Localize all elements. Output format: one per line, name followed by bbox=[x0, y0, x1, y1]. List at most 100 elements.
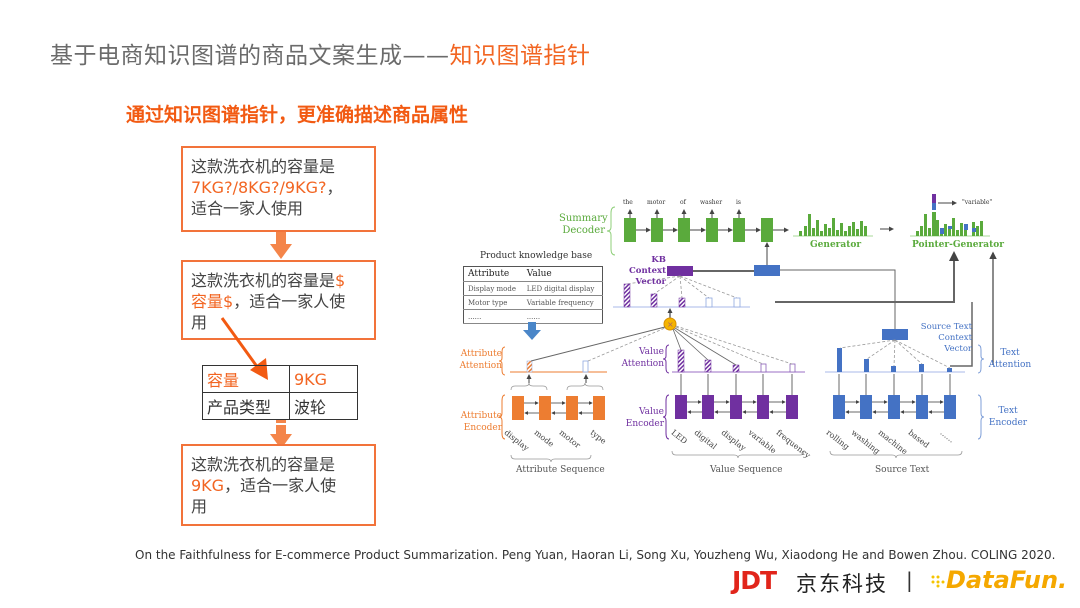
slide-subtitle: 通过知识图谱指针，更准确描述商品属性 bbox=[126, 104, 469, 126]
summary-decoder-label: Summary Decoder bbox=[559, 213, 608, 237]
text-attn-1: Text bbox=[1000, 348, 1020, 358]
attribute-encoder-cells bbox=[512, 396, 605, 420]
kb-header-row: Attribute Value bbox=[463, 266, 603, 282]
kb-cell: LED digital display bbox=[522, 281, 603, 296]
kv-key: 容量 bbox=[202, 365, 290, 393]
decoder-token: the bbox=[623, 199, 633, 206]
value-attention-label: Value Attention bbox=[614, 346, 664, 370]
arrow-down-icon-2 bbox=[270, 420, 292, 449]
generator-label: Generator bbox=[810, 240, 862, 250]
box1-line2-rest: ， bbox=[326, 178, 343, 197]
title-main: 基于电商知识图谱的商品文案生成—— bbox=[50, 43, 450, 69]
value-sequence-label: Value Sequence bbox=[710, 465, 783, 475]
kb-cell: Display mode bbox=[463, 281, 523, 296]
box2-line1: 这款洗衣机的容量是$ bbox=[191, 270, 366, 291]
kb-cell: Variable frequency bbox=[522, 295, 603, 310]
attribute-encoder-label: Attribute Encoder bbox=[452, 410, 502, 434]
text-attention-label: Text Attention bbox=[988, 347, 1032, 371]
kb-table: Attribute Value Display mode LED digital… bbox=[463, 266, 603, 324]
generator-bars bbox=[793, 214, 873, 237]
kb-context-vector bbox=[667, 266, 693, 276]
kv-table: 容量 9KG 产品类型 波轮 bbox=[202, 365, 358, 420]
box1-line3: 适合一家人使用 bbox=[191, 199, 304, 218]
source-context-label: Source Text Context Vector bbox=[910, 322, 972, 355]
decoder-token: of bbox=[680, 199, 686, 206]
datafun-logo: DataFun. bbox=[946, 566, 1068, 594]
attr-attn-1: Attribute bbox=[460, 349, 502, 359]
kv-key: 产品类型 bbox=[202, 392, 290, 420]
attr-enc-1: Attribute bbox=[460, 411, 502, 421]
source-context-vector bbox=[882, 329, 908, 340]
value-encoder-label: Value Encoder bbox=[614, 406, 664, 430]
kb-context-line2: Vector bbox=[635, 277, 666, 287]
kv-row: 容量 9KG bbox=[202, 365, 358, 393]
text-attn-2: Attention bbox=[988, 360, 1032, 370]
output-token: "variable" bbox=[962, 199, 993, 206]
citation: On the Faithfulness for E-commerce Produ… bbox=[135, 548, 1056, 562]
kb-row: Display mode LED digital display bbox=[463, 281, 603, 296]
title-highlight: 知识图谱指针 bbox=[449, 43, 591, 69]
kb-down-arrow-icon bbox=[523, 322, 541, 340]
source-context-line1: Source Text bbox=[920, 322, 972, 332]
source-context-line2: Context Vector bbox=[938, 333, 972, 354]
combined-context-vector bbox=[754, 265, 780, 276]
box1-line2: 7KG?/8KG?/9KG?， bbox=[191, 177, 366, 198]
text-enc-1: Text bbox=[998, 406, 1018, 416]
box1-orange: 7KG?/8KG?/9KG? bbox=[191, 178, 327, 197]
attribute-attention-label: Attribute Attention bbox=[452, 348, 502, 372]
val-enc-1: Value bbox=[638, 407, 664, 417]
decoder-token: motor bbox=[647, 199, 666, 206]
box2-line1-text: 这款洗衣机的容量是 bbox=[191, 271, 336, 290]
kb-row: ...... ...... bbox=[463, 309, 603, 324]
kb-cell: ...... bbox=[463, 309, 523, 324]
pointer-generator-label: Pointer-Generator bbox=[912, 240, 1005, 250]
jdt-logo-cn: 京东科技 bbox=[796, 572, 888, 596]
box2-orange: 容量$ bbox=[191, 292, 234, 311]
pointer-generator-bars bbox=[910, 194, 990, 237]
kv-row: 产品类型 波轮 bbox=[202, 392, 358, 420]
flow-box-3: 这款洗衣机的容量是 9KG，适合一家人使 用 bbox=[181, 444, 376, 526]
decoder-cells bbox=[624, 209, 789, 265]
svg-text:×: × bbox=[667, 320, 674, 329]
slide-title: 基于电商知识图谱的商品文案生成——知识图谱指针 bbox=[50, 36, 591, 70]
val-enc-2: Encoder bbox=[625, 419, 664, 429]
box3-orange: 9KG bbox=[191, 476, 225, 495]
kb-cell: ...... bbox=[522, 309, 603, 324]
box2-line2-rest: ，适合一家人使 bbox=[233, 292, 346, 311]
value-encoder-cells bbox=[675, 395, 798, 419]
kb-title: Product knowledge base bbox=[480, 251, 593, 261]
decoder-token: is bbox=[736, 199, 741, 206]
text-encoder-label: Text Encoder bbox=[986, 405, 1030, 429]
kv-value: 波轮 bbox=[289, 392, 358, 420]
box2-line1-orange: $ bbox=[335, 271, 346, 290]
kb-row: Motor type Variable frequency bbox=[463, 295, 603, 310]
text-enc-2: Encoder bbox=[988, 418, 1028, 428]
box2-line3: 用 bbox=[191, 313, 208, 332]
arrow-down-icon-1 bbox=[270, 232, 292, 259]
kb-context-label: KB Context Vector bbox=[616, 255, 666, 288]
decoder-label-2: Decoder bbox=[562, 225, 605, 236]
box3-line1: 这款洗衣机的容量是 bbox=[191, 455, 336, 474]
kb-header-attribute: Attribute bbox=[463, 266, 523, 282]
logo-separator: | bbox=[906, 568, 913, 592]
attr-enc-2: Encoder bbox=[463, 423, 502, 433]
datafun-dots-icon bbox=[931, 575, 945, 588]
val-attn-1: Value bbox=[638, 347, 664, 357]
kv-value: 9KG bbox=[289, 365, 358, 393]
decoder-token: washer bbox=[700, 199, 723, 206]
attr-attn-2: Attention bbox=[459, 361, 502, 371]
decoder-label-1: Summary bbox=[559, 213, 608, 224]
flow-box-2: 这款洗衣机的容量是$ 容量$，适合一家人使 用 bbox=[181, 260, 376, 340]
box2-line2: 容量$，适合一家人使 bbox=[191, 291, 366, 312]
flow-box-1: 这款洗衣机的容量是 7KG?/8KG?/9KG?， 适合一家人使用 bbox=[181, 146, 376, 232]
jdt-logo: JDT bbox=[732, 566, 777, 595]
kb-context-line1: KB Context bbox=[629, 255, 666, 276]
kb-cell: Motor type bbox=[463, 295, 523, 310]
kb-header-value: Value bbox=[522, 266, 603, 282]
source-text-label: Source Text bbox=[875, 465, 930, 475]
box3-line2: 9KG，适合一家人使 bbox=[191, 475, 366, 496]
box1-line1: 这款洗衣机的容量是 bbox=[191, 157, 336, 176]
text-encoder-cells bbox=[833, 395, 956, 419]
val-attn-2: Attention bbox=[621, 359, 664, 369]
